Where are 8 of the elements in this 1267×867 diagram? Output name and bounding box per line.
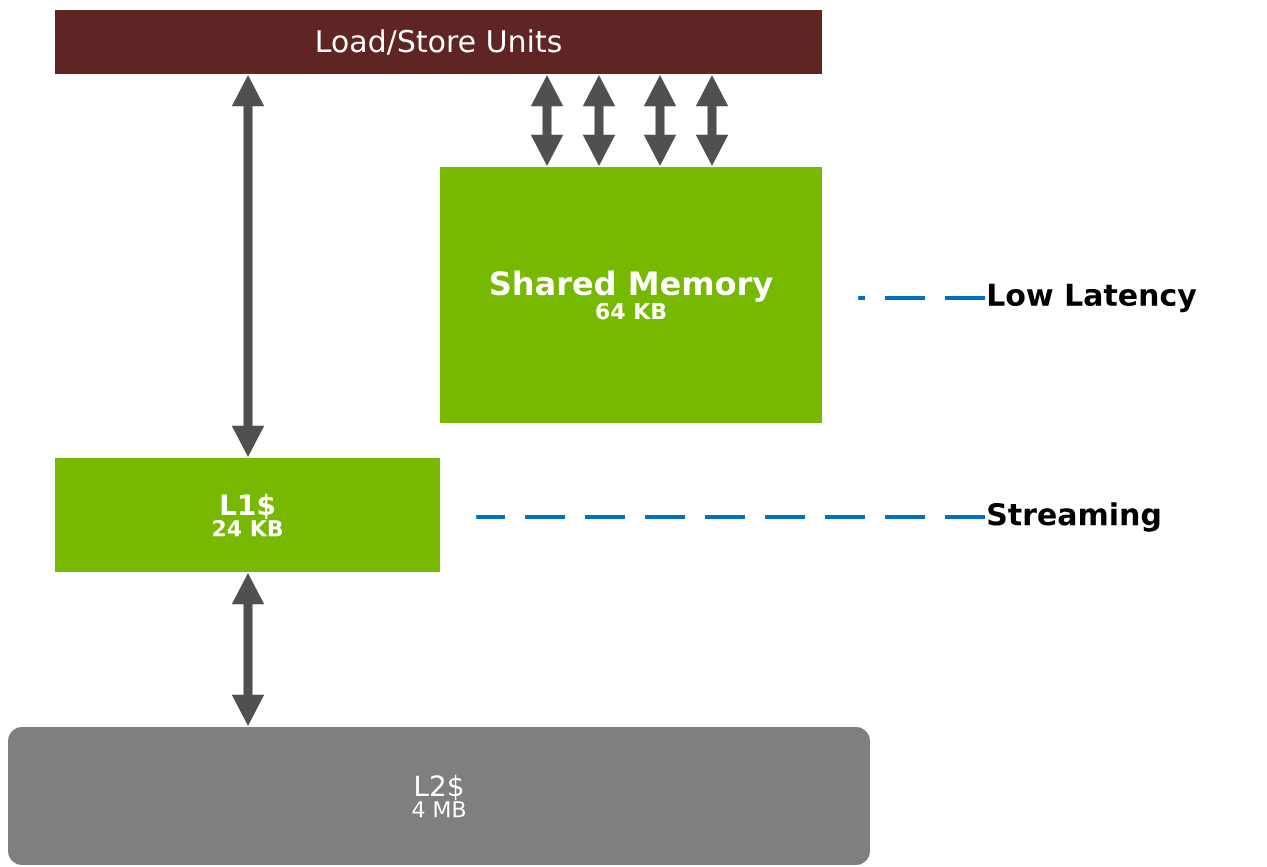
dashed-line (858, 296, 985, 300)
memory-box: Load/Store Units (55, 10, 822, 74)
legend-text: Low Latency (988, 283, 1197, 313)
memory-box: Shared Memory 64 KB (440, 167, 822, 423)
memory-box: L2$ 4 MB (8, 727, 870, 865)
memory-box: L1$ 24 KB (55, 458, 440, 572)
dashed-line (476, 515, 985, 519)
legend-text: Streaming (988, 502, 1160, 532)
